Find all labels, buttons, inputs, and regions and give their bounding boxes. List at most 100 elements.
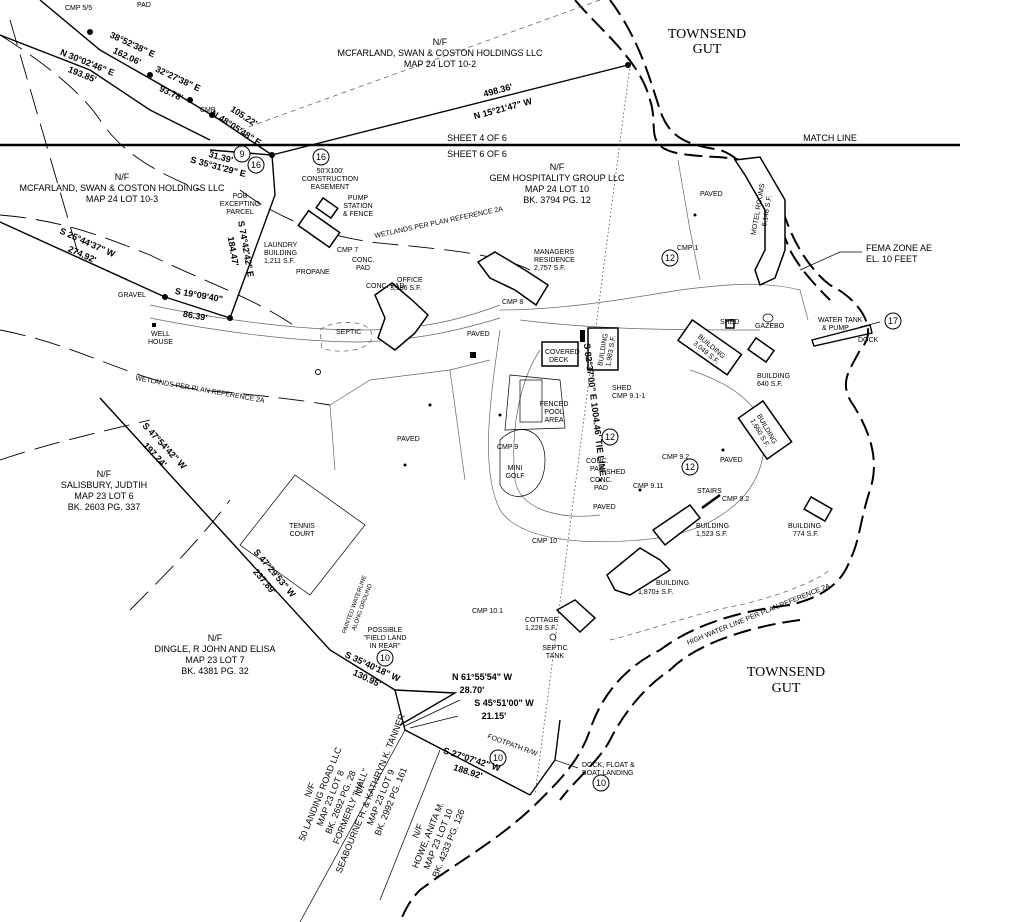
- path-motel: [677, 159, 701, 281]
- callout-9: 9: [233, 145, 251, 163]
- svg-text:GEM HOSPITALITY GROUP LLC: GEM HOSPITALITY GROUP LLC: [489, 173, 625, 183]
- svg-text:COVERED: COVERED: [545, 349, 580, 356]
- septic-label: SEPTIC: [336, 329, 361, 336]
- cmp-9-2-b: CMP 9.2: [722, 496, 749, 503]
- bearing-b2: 32°27'38" E 93.78': [154, 64, 202, 103]
- boundary-road-bottom: [0, 34, 211, 141]
- pool-fence: [504, 374, 566, 431]
- lot-10-2-line: [239, 0, 601, 131]
- shed-label-1: SHED: [612, 385, 631, 392]
- pump-station-label: PUMP STATION & FENCE: [343, 195, 374, 218]
- shoreline-north-east-inner: [609, 0, 831, 301]
- svg-text:N 61°55'54" W: N 61°55'54" W: [452, 672, 513, 682]
- svg-text:MAP 24 LOT 10-3: MAP 24 LOT 10-3: [86, 194, 158, 204]
- svg-text:PAD: PAD: [594, 485, 608, 492]
- svg-text:PUMP: PUMP: [348, 195, 369, 202]
- building-1983: [587, 327, 619, 371]
- svg-text:12: 12: [665, 253, 675, 263]
- svg-text:HOUSE: HOUSE: [148, 339, 173, 346]
- svg-text:774 S.F.: 774 S.F.: [793, 531, 819, 538]
- bearing-b11: S 47°29'53" W 237.89': [251, 547, 298, 599]
- managers-label: MANAGERS RESIDENCE 2,757 S.F.: [534, 249, 575, 272]
- gazebo-label: GAZEBO: [755, 323, 785, 330]
- utility-markers: [315, 213, 725, 492]
- svg-text:3,186 S.F.: 3,186 S.F.: [390, 285, 422, 292]
- paved-1: PAVED: [700, 191, 723, 198]
- conc-pad-label-1: CONC. PAD: [352, 257, 375, 272]
- cmp-9-11: CMP 9.11: [633, 483, 664, 490]
- svg-text:MAP 23 LOT 7: MAP 23 LOT 7: [185, 655, 244, 665]
- cottage-label: COTTAGE 1,228 S.F.: [525, 617, 559, 632]
- svg-text:CONC.: CONC.: [352, 257, 375, 264]
- svg-text:10: 10: [493, 753, 503, 763]
- pump-station: [315, 196, 339, 220]
- building-1870: [606, 547, 672, 596]
- svg-text:FENCED: FENCED: [540, 401, 569, 408]
- callout-16b: 16: [312, 148, 330, 166]
- townsend-north-1: TOWNSEND: [668, 27, 746, 42]
- svg-text:BOAT LANDING: BOAT LANDING: [582, 770, 633, 777]
- managers-residence: [476, 251, 550, 307]
- callout-12a: 12: [661, 249, 679, 267]
- building-1523: [651, 503, 702, 547]
- svg-text:1,870± S.F.: 1,870± S.F.: [638, 589, 673, 596]
- svg-text:86.39': 86.39': [182, 309, 208, 323]
- covered-deck: [541, 341, 579, 367]
- svg-text:16: 16: [251, 160, 261, 170]
- svg-text:COTTAGE: COTTAGE: [525, 617, 559, 624]
- fema-leader: [799, 251, 862, 271]
- svg-text:MAP 24 LOT 10: MAP 24 LOT 10: [525, 184, 589, 194]
- fema-zone: FEMA ZONE AE: [866, 243, 932, 253]
- shoreline-north-east: [574, 0, 875, 606]
- svg-text:17: 17: [888, 316, 898, 326]
- bearing-b7: S 25°44'37" W 274.92': [58, 226, 117, 265]
- b1870-label: BUILDING 1,870± S.F.: [638, 580, 689, 596]
- callout-10a: 10: [376, 649, 394, 667]
- wetland-line-4: [0, 419, 151, 461]
- townsend-south-2: GUT: [772, 681, 801, 696]
- shed-1: [725, 319, 735, 329]
- svg-text:GOLF: GOLF: [505, 473, 524, 480]
- svg-text:LAUNDRY: LAUNDRY: [264, 242, 298, 249]
- conc-pad-label-2: CONC. PAD: [586, 458, 609, 473]
- svg-text:BK. 2603 PG. 337: BK. 2603 PG. 337: [68, 502, 141, 512]
- svg-text:EASEMENT: EASEMENT: [311, 184, 350, 191]
- svg-text:OFFICE: OFFICE: [397, 277, 423, 284]
- access-road-north: [499, 283, 809, 321]
- tennis-label: TENNIS COURT: [289, 523, 315, 538]
- svg-text:BUILDING: BUILDING: [656, 580, 689, 587]
- svg-text:10: 10: [596, 778, 606, 788]
- svg-text:MANAGERS: MANAGERS: [534, 249, 574, 256]
- svg-text:PAD: PAD: [590, 466, 604, 473]
- svg-text:DOCK, FLOAT &: DOCK, FLOAT &: [582, 762, 635, 769]
- svg-text:BK. 4381 PG. 32: BK. 4381 PG. 32: [181, 666, 249, 676]
- bearing-b8: S 74°42'42" E 184.47': [226, 220, 256, 278]
- pob-label: POB EXCEPTING PARCEL: [220, 193, 260, 216]
- dock-float-label: DOCK, FLOAT & BOAT LANDING: [582, 762, 635, 777]
- svg-text:WATER TANK: WATER TANK: [818, 317, 863, 324]
- wetland-line-6: [9, 19, 81, 261]
- conc-pad-label-3: CONC. PAD: [590, 477, 613, 492]
- svg-text:DINGLE, R JOHN AND ELISA: DINGLE, R JOHN AND ELISA: [154, 644, 275, 654]
- boundary-small: [394, 689, 458, 726]
- svg-text:N/F: N/F: [97, 469, 112, 479]
- access-road-east: [519, 319, 761, 331]
- svg-text:640 S.F.: 640 S.F.: [757, 381, 783, 388]
- svg-text:CONSTRUCTION: CONSTRUCTION: [302, 176, 358, 183]
- svg-text:TANK: TANK: [546, 653, 564, 660]
- dock-float-leader: [554, 759, 579, 769]
- svg-text:1,228 S.F.: 1,228 S.F.: [525, 625, 557, 632]
- stairs: [701, 493, 721, 510]
- driveway-inner: [513, 349, 601, 517]
- parcel-howe: N/F HOWE, ANITA M. MAP 23 LOT 10 BK. 423…: [410, 801, 466, 879]
- mini-golf-outline: [499, 429, 546, 497]
- boundary-north-long: [271, 64, 629, 156]
- building-640: [746, 336, 776, 364]
- septic-tank-label: SEPTIC TANK: [542, 633, 568, 660]
- svg-text:BK. 3794 PG. 12: BK. 3794 PG. 12: [523, 195, 591, 205]
- parking-edge: [329, 359, 491, 481]
- shoreline-south: [399, 604, 791, 922]
- building-3049: [676, 318, 743, 376]
- svg-text:12: 12: [605, 432, 615, 442]
- b774-label: BUILDING 774 S.F.: [788, 523, 821, 538]
